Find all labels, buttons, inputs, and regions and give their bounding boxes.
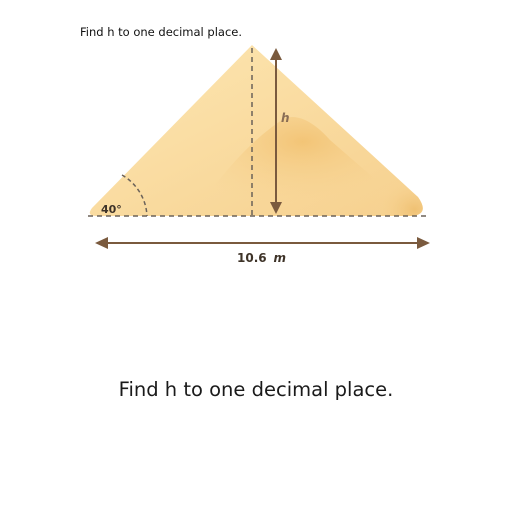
angle-arc [121,174,148,217]
angle-label: 40° [101,203,122,216]
question-text-top: Find h to one decimal place. [80,25,243,39]
question-text-bottom: Find h to one decimal place. [118,378,394,401]
height-arrow-head-up [270,48,282,60]
base-arrow-head-left [95,237,108,249]
sand-corner-shade [340,150,423,216]
base-length-label: 10.6 m [237,251,286,265]
height-label: h [281,111,290,125]
base-value: 10.6 [237,251,267,265]
base-unit: m [273,251,286,265]
height-arrow-head-down [270,202,282,214]
base-arrow-head-right [417,237,430,249]
